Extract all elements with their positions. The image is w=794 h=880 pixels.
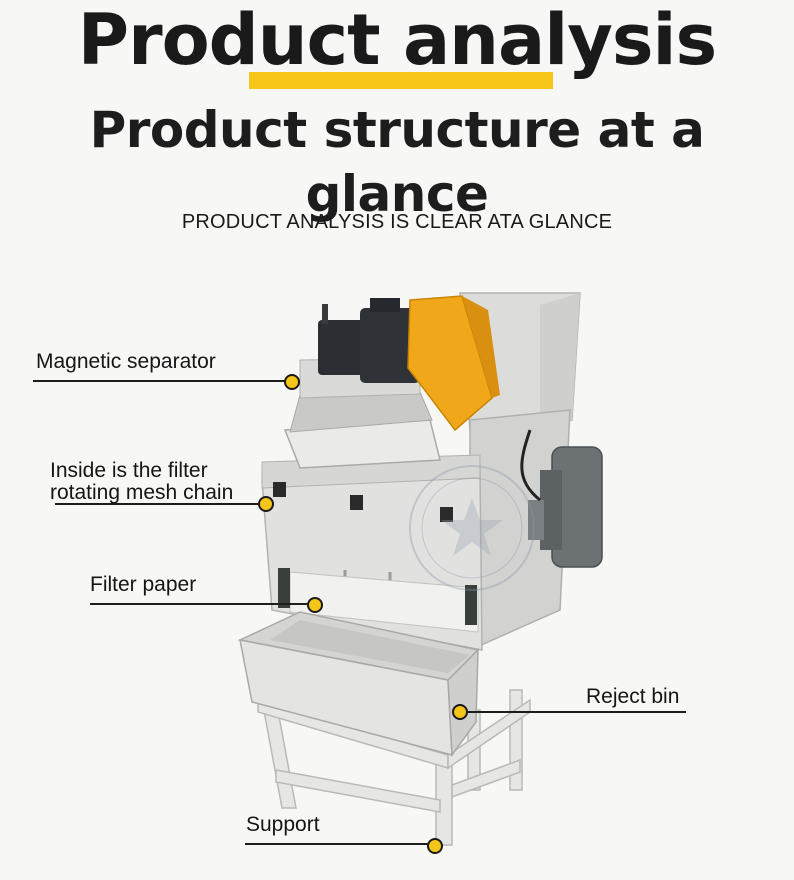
filter-paper-roll [278,568,479,633]
leader-line-support [245,843,433,845]
reject-bin [237,611,480,758]
leader-line-magnetic-separator [33,380,288,382]
leader-line-filter-chain [55,503,261,505]
caption: PRODUCT ANALYSIS IS CLEAR ATA GLANCE [181,211,613,233]
title-underline-bar [249,72,553,89]
label-reject-bin: Reject bin [586,685,680,708]
top-motor [318,298,420,383]
label-support: Support [246,813,320,836]
label-magnetic-separator: Magnetic separator [36,350,216,373]
page-subtitle: Product structure at a glance [89,101,705,223]
label-filter-line2: rotating mesh chain [50,481,234,504]
support-stand [257,689,531,846]
header: Product analysis [0,0,794,100]
marker-dot-filter-paper [307,597,323,613]
leader-line-filter-paper [90,603,312,605]
marker-dot-filter-chain [258,496,274,512]
leader-line-reject-bin [462,711,686,713]
orange-cover [407,295,500,432]
marker-dot-reject-bin [452,704,468,720]
gear-motor-right [520,429,603,568]
marker-dot-support [427,838,443,854]
label-filter-line1: Inside is the filter [50,459,208,482]
label-filter-paper: Filter paper [90,573,197,596]
watermark-seal [409,465,535,591]
marker-dot-magnetic-separator [284,374,300,390]
page-title: Product analysis [77,0,717,81]
